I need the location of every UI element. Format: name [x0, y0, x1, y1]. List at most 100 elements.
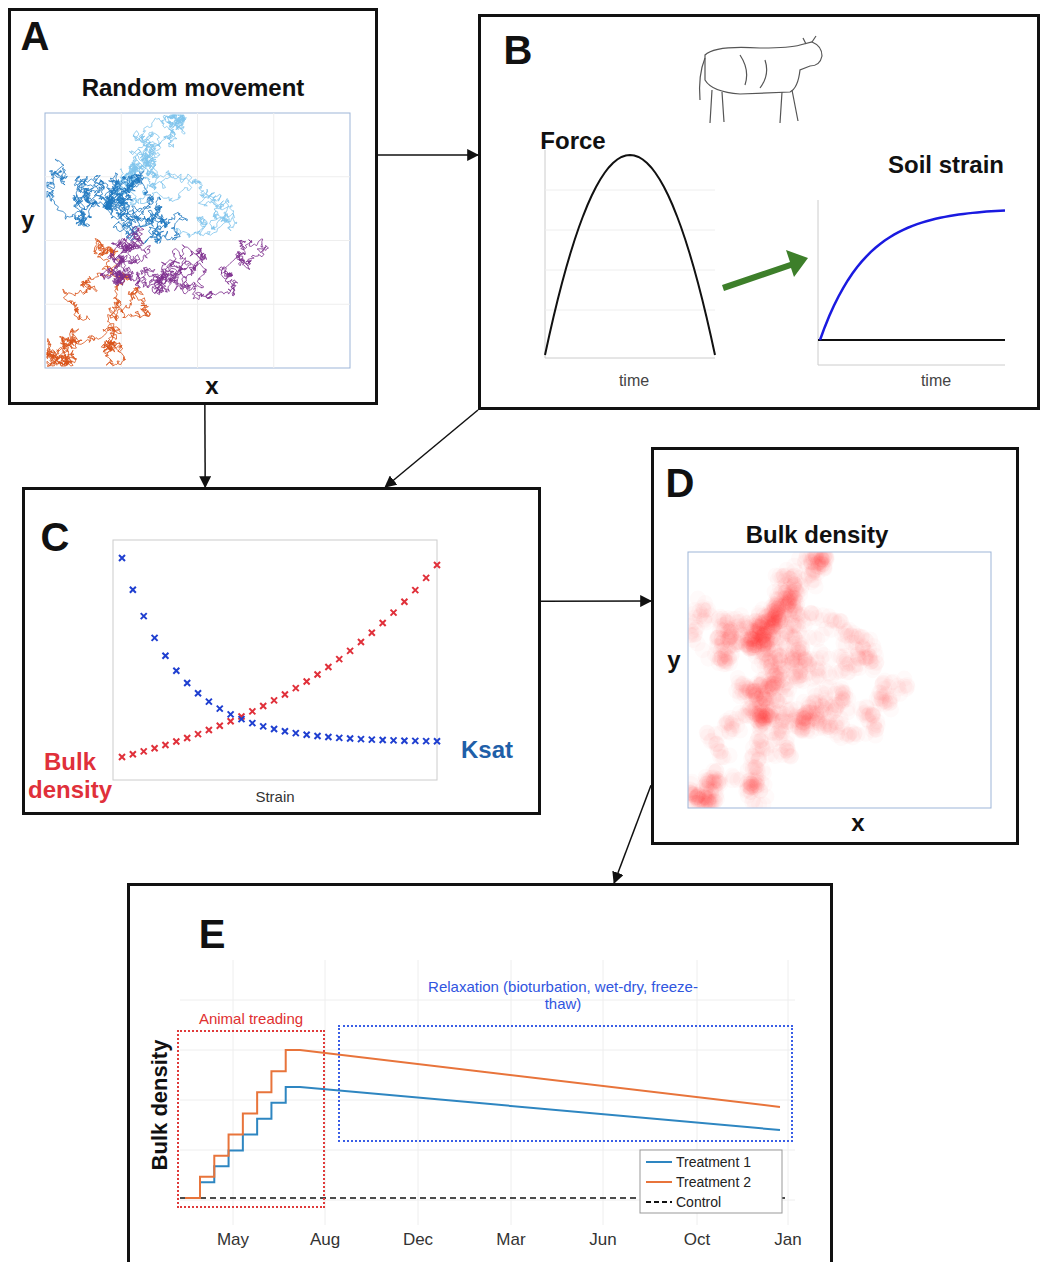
grid-line	[180, 1050, 795, 1051]
bulk-density-marker	[282, 691, 288, 697]
panel: D Bulk density	[651, 447, 1019, 845]
grid-line	[545, 310, 715, 311]
ksat-marker	[206, 699, 212, 705]
bulk-density-marker	[304, 678, 310, 684]
bulk-density-marker	[228, 718, 234, 724]
ksat-marker	[141, 613, 147, 619]
tick-label: Dec	[403, 1230, 433, 1250]
tick-label: Aug	[310, 1230, 340, 1250]
bulk-density-marker	[391, 610, 397, 616]
ksat-marker	[293, 730, 299, 736]
flow-arrow	[378, 154, 478, 156]
axis	[818, 200, 1005, 365]
density-map	[688, 552, 915, 808]
grid-line	[545, 270, 715, 271]
tick-label: May	[217, 1230, 249, 1250]
ksat-marker	[119, 555, 125, 561]
tick-label: Jun	[589, 1230, 616, 1250]
bulk-density-marker	[119, 754, 125, 760]
bulk-density-marker	[217, 723, 223, 729]
panel-letter: C	[41, 514, 70, 560]
bulk-density-marker	[130, 751, 136, 757]
grid-line	[45, 240, 350, 241]
axis-label: Bulk density	[147, 1040, 172, 1171]
ksat-marker	[217, 706, 223, 712]
panel: C	[22, 487, 541, 815]
ksat-marker	[434, 738, 440, 744]
bulk-density-marker	[152, 745, 158, 751]
grid-line	[545, 230, 715, 231]
panel-letter: D	[666, 460, 695, 506]
plot-title: Force	[540, 127, 605, 155]
panel: B ForceSoil strain	[478, 14, 1040, 410]
panel: ARandom movement	[8, 8, 378, 405]
random-walk	[47, 159, 187, 244]
bulk-density-marker	[249, 708, 255, 714]
bulk-density-marker	[380, 620, 386, 626]
density-dot	[709, 786, 725, 802]
flow-arrow	[614, 785, 651, 883]
ksat-marker	[315, 733, 321, 739]
random-walk	[100, 226, 268, 299]
ksat-marker	[325, 734, 331, 740]
bulk-density-marker	[369, 630, 375, 636]
axis-label: x	[851, 809, 864, 837]
bulk-density-marker	[423, 575, 429, 581]
ksat-marker	[369, 737, 375, 743]
axis-label: time	[619, 372, 649, 390]
bulk-density-marker	[141, 748, 147, 754]
flow-arrow	[541, 600, 651, 602]
ksat-marker	[282, 728, 288, 734]
ksat-marker	[152, 635, 158, 641]
panel-title: Bulk density	[746, 521, 889, 549]
phase-label: Animal treading	[199, 1010, 303, 1027]
phase-box: Animal treading	[177, 1030, 325, 1208]
bulk-density-marker	[206, 727, 212, 733]
panel: Animal treadingRelaxation (bioturbation,…	[127, 883, 833, 1262]
axis-label: y	[667, 646, 680, 674]
bulk-density-marker	[315, 671, 321, 677]
transfer-arrow	[722, 250, 808, 291]
plot-title: Soil strain	[881, 151, 1011, 179]
ksat-marker	[249, 720, 255, 726]
legend-entry: Treatment 2	[676, 1174, 751, 1190]
ksat-marker	[260, 723, 266, 729]
cow-sketch	[700, 36, 822, 123]
bulk-density-marker	[434, 562, 440, 568]
tick-label: Oct	[684, 1230, 710, 1250]
ksat-marker	[412, 738, 418, 744]
ksat-marker	[336, 735, 342, 741]
force-curve	[545, 155, 715, 355]
axis-label: x	[205, 372, 218, 400]
panel-letter: B	[504, 27, 533, 73]
bulk-density-marker	[412, 587, 418, 593]
ksat-marker	[347, 736, 353, 742]
ksat-marker	[184, 680, 190, 686]
panel-letter: A	[21, 13, 50, 59]
grid-line	[545, 190, 715, 191]
ksat-marker	[173, 668, 179, 674]
ksat-marker	[423, 738, 429, 744]
axis-label: Strain	[255, 788, 294, 805]
axis-label: y	[21, 206, 34, 234]
flow-arrow	[385, 410, 478, 487]
bulk-density-marker	[173, 739, 179, 745]
bulk-density-marker	[162, 742, 168, 748]
flow-arrow	[204, 405, 206, 487]
grid-line	[180, 1100, 795, 1101]
legend-sample	[646, 1181, 672, 1183]
ksat-marker	[304, 732, 310, 738]
tick-label: Jan	[774, 1230, 801, 1250]
bulk-density-marker	[195, 731, 201, 737]
density-dot	[690, 591, 706, 607]
axis-label: time	[921, 372, 951, 390]
bulk-density-marker	[401, 599, 407, 605]
ksat-marker	[238, 716, 244, 722]
grid-line	[180, 1000, 795, 1001]
ksat-marker	[271, 726, 277, 732]
ksat-marker	[195, 690, 201, 696]
baseline	[818, 339, 1005, 341]
plot-frame	[113, 540, 437, 780]
bulk-density-marker	[358, 639, 364, 645]
